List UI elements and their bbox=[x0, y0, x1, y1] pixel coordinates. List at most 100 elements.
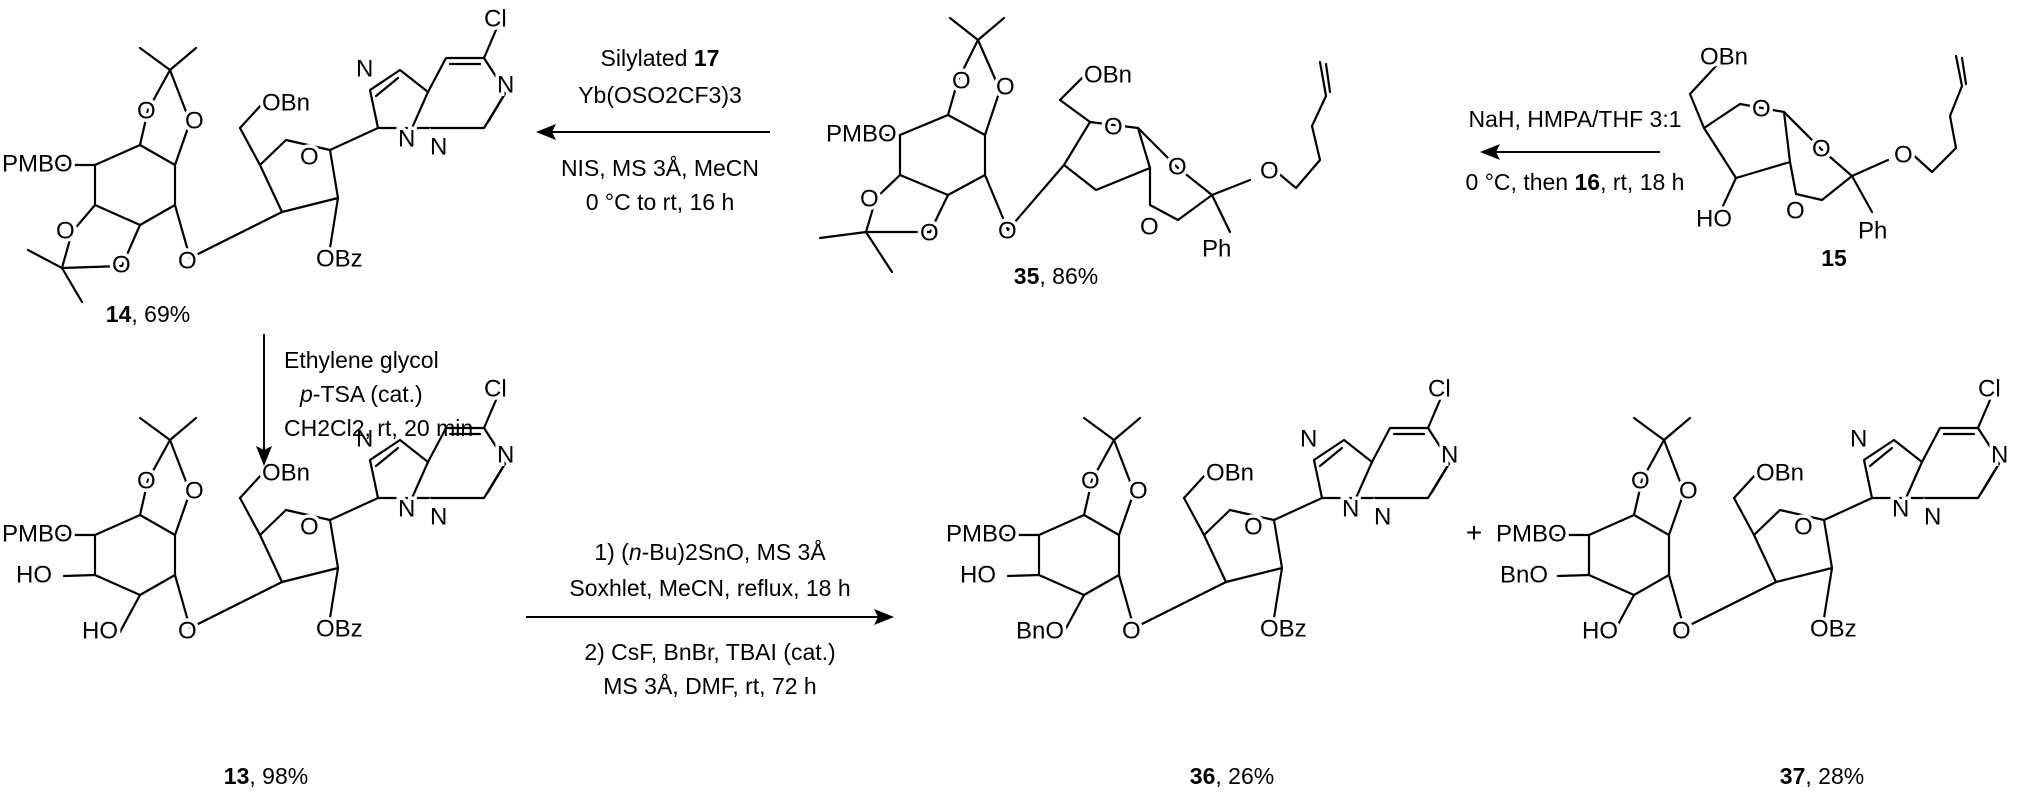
oxygen-atom-label: O bbox=[998, 217, 1017, 244]
compound-13-structure: Cl N N N N OBn O OBz PMBO O O HO HO O bbox=[0, 372, 518, 648]
oxygen-atom-label: O bbox=[112, 251, 131, 278]
oxygen-atom-label: O bbox=[185, 477, 204, 504]
chlorine-atom-label: Cl bbox=[484, 5, 507, 32]
ho-group-label: HO bbox=[1582, 617, 1618, 644]
chlorine-atom-label: Cl bbox=[484, 375, 507, 402]
oxygen-atom-label: O bbox=[56, 217, 75, 244]
pmbo-group-label: PMBO bbox=[2, 150, 73, 177]
oxygen-atom-label: O bbox=[1672, 617, 1691, 644]
obn-group-label: OBn bbox=[1206, 459, 1254, 486]
oxygen-atom-label: O bbox=[1679, 477, 1698, 504]
oxygen-atom-label: O bbox=[1786, 197, 1805, 224]
compound-15-structure: OBn O O O O HO Ph bbox=[1688, 40, 1968, 248]
obz-group-label: OBz bbox=[1260, 615, 1307, 642]
conditions-14-to-13-line1: Ethylene glycol bbox=[284, 347, 439, 373]
oxygen-atom-label: O bbox=[137, 467, 156, 494]
oxygen-atom-label: O bbox=[1081, 467, 1100, 494]
obn-group-label: OBn bbox=[1700, 43, 1748, 70]
obn-group-label: OBn bbox=[262, 459, 310, 486]
conditions-13-line4: MS 3Å, DMF, rt, 72 h bbox=[603, 672, 816, 699]
arrow-15-to-35 bbox=[1480, 144, 1660, 160]
oxygen-atom-label: O bbox=[137, 97, 156, 124]
conditions-13-line2: Soxhlet, MeCN, reflux, 18 h bbox=[569, 575, 850, 601]
nitrogen-atom-label: N bbox=[1991, 441, 2008, 468]
oxygen-atom-label: O bbox=[178, 617, 197, 644]
obz-group-label: OBz bbox=[316, 245, 363, 272]
nitrogen-atom-label: N bbox=[1300, 425, 1317, 452]
compound-36-structure: Cl N N N N OBn O OBz PMBO O O HO BnO O bbox=[943, 372, 1462, 648]
compound-14-label: 14, 69% bbox=[106, 301, 190, 327]
oxygen-atom-label: O bbox=[300, 143, 319, 170]
obz-group-label: OBz bbox=[1810, 615, 1857, 642]
nitrogen-atom-label: N bbox=[430, 133, 447, 160]
nitrogen-atom-label: N bbox=[356, 425, 373, 452]
ho-group-label: HO bbox=[960, 561, 996, 588]
compound-15-label: 15 bbox=[1821, 245, 1847, 271]
compound-13-label: 13, 98% bbox=[224, 763, 308, 789]
oxygen-atom-label: O bbox=[1244, 513, 1263, 540]
nitrogen-atom-label: N bbox=[1892, 495, 1909, 522]
pmbo-group-label: PMBO bbox=[826, 120, 897, 147]
oxygen-atom-label: O bbox=[1122, 617, 1141, 644]
ho-group-label: HO bbox=[82, 617, 118, 644]
oxygen-atom-label: O bbox=[860, 185, 879, 212]
bno-group-label: BnO bbox=[1500, 561, 1548, 588]
chlorine-atom-label: Cl bbox=[1978, 375, 2001, 402]
compound-35-label: 35, 86% bbox=[1014, 263, 1098, 289]
oxygen-atom-label: O bbox=[1894, 141, 1913, 168]
obn-group-label: OBn bbox=[262, 89, 310, 116]
oxygen-atom-label: O bbox=[1104, 113, 1123, 140]
oxygen-atom-label: O bbox=[996, 73, 1015, 100]
ho-group-label: HO bbox=[16, 561, 52, 588]
chlorine-atom-label: Cl bbox=[1428, 375, 1451, 402]
oxygen-atom-label: O bbox=[300, 513, 319, 540]
conditions-14-to-13-line3: CH2Cl2, rt, 20 min bbox=[284, 415, 473, 441]
nitrogen-atom-label: N bbox=[398, 495, 415, 522]
compound-37-structure: Cl N N N N OBn O OBz PMBO O O BnO HO O bbox=[1493, 372, 2012, 648]
oxygen-atom-label: O bbox=[178, 247, 197, 274]
oxygen-atom-label: O bbox=[1140, 213, 1159, 240]
nitrogen-atom-label: N bbox=[1850, 425, 1867, 452]
nitrogen-atom-label: N bbox=[1924, 503, 1941, 530]
obn-group-label: OBn bbox=[1084, 61, 1132, 88]
obn-group-label: OBn bbox=[1756, 459, 1804, 486]
oxygen-atom-label: O bbox=[1812, 135, 1831, 162]
compound-14-structure: Cl N N N N OBn O OBz PMBO O O O O O bbox=[0, 2, 518, 304]
conditions-13-line3: 2) CsF, BnBr, TBAI (cat.) bbox=[584, 639, 835, 665]
bno-group-label: BnO bbox=[1016, 617, 1064, 644]
oxygen-atom-label: O bbox=[1260, 157, 1279, 184]
pmbo-group-label: PMBO bbox=[946, 520, 1017, 547]
conditions-35-to-14-line2: Yb(OSO2CF3)3 bbox=[578, 82, 742, 108]
conditions-35-to-14-line4: 0 °C to rt, 16 h bbox=[586, 189, 735, 215]
oxygen-atom-label: O bbox=[1129, 477, 1148, 504]
pmbo-group-label: PMBO bbox=[1496, 520, 1567, 547]
ho-group-label: HO bbox=[1696, 205, 1732, 232]
nitrogen-atom-label: N bbox=[497, 441, 514, 468]
compound-37-label: 37, 28% bbox=[1780, 763, 1864, 789]
nitrogen-atom-label: N bbox=[497, 71, 514, 98]
oxygen-atom-label: O bbox=[1794, 513, 1813, 540]
conditions-35-to-14-line3: NIS, MS 3Å, MeCN bbox=[561, 154, 759, 181]
arrow-35-to-14 bbox=[536, 124, 770, 140]
conditions-15-to-35-line2: 0 °C, then 16, rt, 18 h bbox=[1466, 169, 1685, 195]
oxygen-atom-label: O bbox=[1631, 467, 1650, 494]
conditions-13-line1: 1) (n-Bu)2SnO, MS 3Å bbox=[594, 538, 826, 565]
oxygen-atom-label: O bbox=[952, 67, 971, 94]
arrow-14-to-13 bbox=[256, 334, 272, 466]
nitrogen-atom-label: N bbox=[1342, 495, 1359, 522]
plus-sign: + bbox=[1466, 517, 1482, 548]
compound-35-structure: PMBO O O O O O OBn O O O O Ph bbox=[818, 16, 1332, 274]
phenyl-group-label: Ph bbox=[1858, 217, 1887, 244]
nitrogen-atom-label: N bbox=[1374, 503, 1391, 530]
nitrogen-atom-label: N bbox=[356, 55, 373, 82]
pmbo-group-label: PMBO bbox=[2, 520, 73, 547]
conditions-15-to-35-line1: NaH, HMPA/THF 3:1 bbox=[1469, 106, 1682, 132]
nitrogen-atom-label: N bbox=[1441, 441, 1458, 468]
oxygen-atom-label: O bbox=[1168, 153, 1187, 180]
nitrogen-atom-label: N bbox=[430, 503, 447, 530]
compound-36-label: 36, 26% bbox=[1190, 763, 1274, 789]
oxygen-atom-label: O bbox=[1752, 95, 1771, 122]
nitrogen-atom-label: N bbox=[398, 125, 415, 152]
phenyl-group-label: Ph bbox=[1202, 235, 1231, 262]
